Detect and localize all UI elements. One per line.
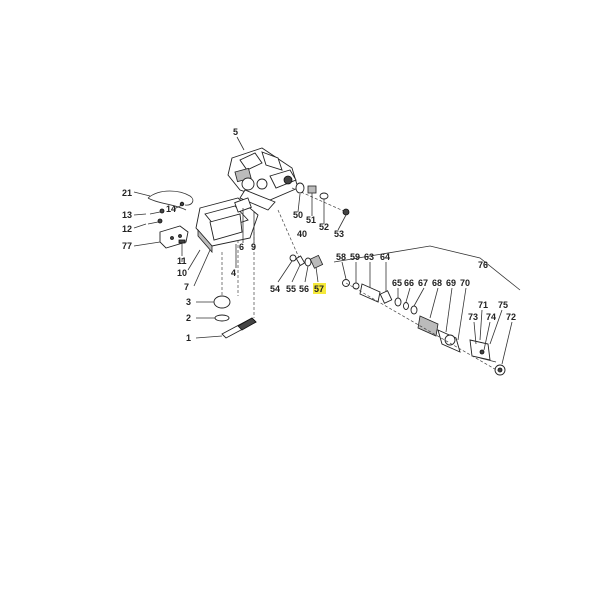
label-76: 76 <box>478 260 488 270</box>
label-63: 63 <box>364 252 374 262</box>
plunger-1 <box>221 317 257 339</box>
part-3 <box>213 295 231 309</box>
valve-block <box>195 197 259 254</box>
label-51: 51 <box>306 215 316 225</box>
label-11: 11 <box>177 256 187 266</box>
label-14: 14 <box>166 204 176 214</box>
label-9: 9 <box>251 242 256 252</box>
label-73: 73 <box>468 312 478 322</box>
label-77: 77 <box>122 241 132 251</box>
label-21: 21 <box>122 188 132 198</box>
label-66: 66 <box>404 278 414 288</box>
label-67: 67 <box>418 278 428 288</box>
label-70: 70 <box>460 278 470 288</box>
label-40: 40 <box>297 229 307 239</box>
label-64: 64 <box>380 252 390 262</box>
label-6: 6 <box>239 242 244 252</box>
cable-21 <box>147 190 194 206</box>
label-52: 52 <box>319 222 329 232</box>
label-1: 1 <box>186 333 191 343</box>
label-3: 3 <box>186 297 191 307</box>
label-58: 58 <box>336 252 346 262</box>
label-55: 55 <box>286 284 296 294</box>
label-5: 5 <box>233 127 238 137</box>
label-72: 72 <box>506 312 516 322</box>
label-56: 56 <box>299 284 309 294</box>
label-68: 68 <box>432 278 442 288</box>
highlight-57 <box>313 283 326 294</box>
label-75: 75 <box>498 300 508 310</box>
label-12: 12 <box>122 224 132 234</box>
label-13: 13 <box>122 210 132 220</box>
leader-lines <box>133 136 513 365</box>
label-10: 10 <box>177 268 187 278</box>
label-59: 59 <box>350 252 360 262</box>
label-54: 54 <box>270 284 280 294</box>
pump-head <box>227 147 299 211</box>
label-57: 57 <box>314 284 324 294</box>
label-4: 4 <box>231 268 236 278</box>
part-2 <box>214 314 230 322</box>
part-labels: 5 21 14 13 12 77 11 10 4 6 9 7 3 2 1 50 … <box>122 127 516 343</box>
label-50: 50 <box>293 210 303 220</box>
bracket-77 <box>159 225 189 249</box>
label-7: 7 <box>184 282 189 292</box>
label-71: 71 <box>478 300 488 310</box>
label-65: 65 <box>392 278 402 288</box>
label-53: 53 <box>334 229 344 239</box>
label-74: 74 <box>486 312 496 322</box>
label-2: 2 <box>186 313 191 323</box>
label-69: 69 <box>446 278 456 288</box>
